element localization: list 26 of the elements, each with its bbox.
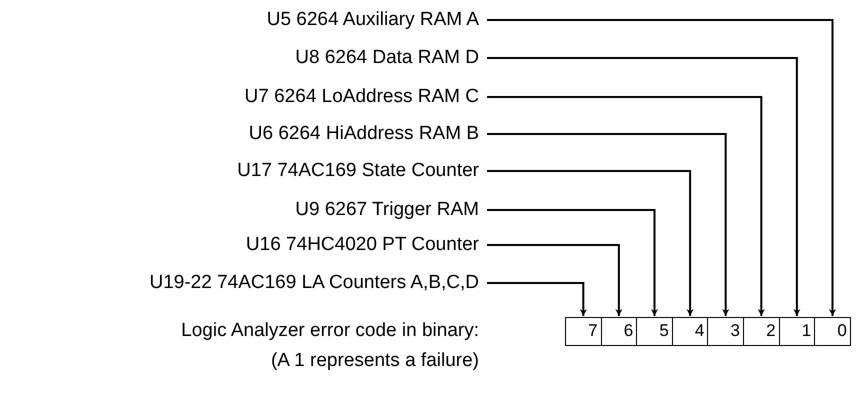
bit-cell: 1 (778, 317, 816, 346)
bit-cell: 2 (743, 317, 780, 346)
part-label: U7 6264 LoAddress RAM C (244, 86, 479, 108)
arrow (487, 244, 622, 316)
bit-cell: 4 (672, 317, 708, 346)
bit-cell: 5 (636, 317, 673, 346)
arrow (487, 282, 587, 316)
part-label: U16 74HC4020 PT Counter (246, 234, 479, 256)
part-label: U6 6264 HiAddress RAM B (248, 123, 479, 145)
bit-cell: 6 (600, 317, 638, 346)
bit-cell: 7 (565, 317, 602, 346)
part-label: U8 6264 Data RAM D (295, 47, 479, 69)
bit-cell: 0 (814, 317, 851, 346)
arrow (487, 96, 765, 316)
arrow (487, 19, 836, 316)
caption-text: (A 1 represents a failure) (270, 350, 479, 372)
part-label: U5 6264 Auxiliary RAM A (266, 9, 479, 31)
part-label: U9 6267 Trigger RAM (295, 199, 479, 221)
bit-cell: 3 (707, 317, 744, 346)
arrow (487, 57, 800, 316)
part-label: U17 74AC169 State Counter (237, 160, 479, 182)
caption-text: Logic Analyzer error code in binary: (181, 320, 479, 342)
arrow (487, 170, 694, 316)
arrow (487, 209, 658, 316)
arrow (487, 133, 730, 316)
part-label: U19-22 74AC169 LA Counters A,B,C,D (149, 272, 479, 294)
